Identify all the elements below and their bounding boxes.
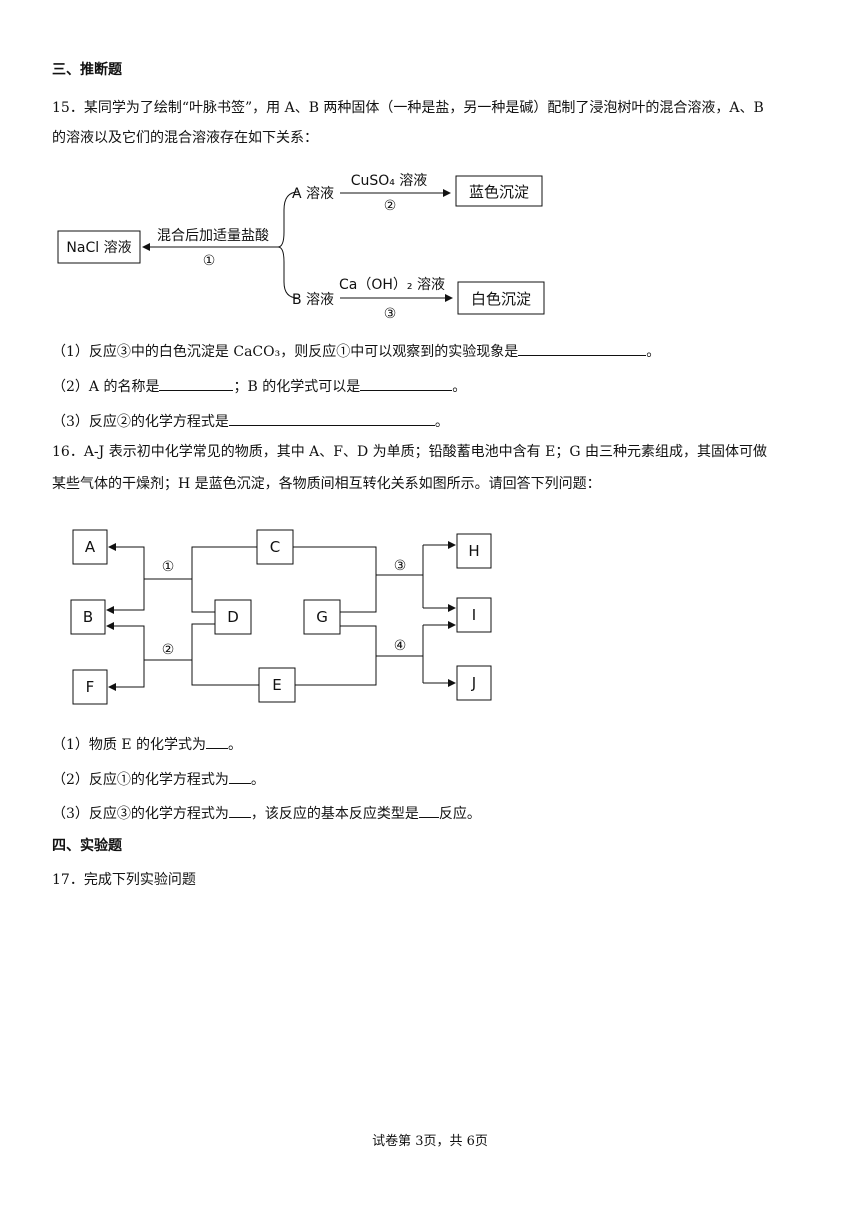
blue-ppt-label: 蓝色沉淀 xyxy=(469,183,529,201)
r2-bracket xyxy=(112,625,145,688)
q16-sub3: （3）反应③的化学方程式为 ，该反应的基本反应类型是 反应。 xyxy=(52,803,481,824)
answer-blank[interactable] xyxy=(206,734,229,749)
q16-stem-line2: 某些气体的干燥剂；H 是蓝色沉淀，各物质间相互转化关系如图所示。请回答下列问题： xyxy=(52,476,601,492)
num-2: ② xyxy=(384,198,397,214)
answer-blank[interactable] xyxy=(228,769,251,784)
q15-sub2: （2）A 的名称是 ；B 的化学式可以是 。 xyxy=(52,376,466,397)
nacl-box xyxy=(57,230,141,264)
box-G xyxy=(303,599,341,635)
q16-sub1: （1）物质 E 的化学式为 。 xyxy=(52,734,242,755)
nacl-label: NaCl 溶液 xyxy=(66,240,131,256)
box-B xyxy=(70,599,106,635)
box-F xyxy=(72,669,108,705)
q15-sub3-text: （3）反应②的化学方程式是 xyxy=(52,414,229,430)
section-heading-3: 三、推断题 xyxy=(52,62,122,78)
r1-connector xyxy=(191,546,257,613)
q15-sub2-text: （2）A 的名称是 xyxy=(52,379,160,395)
q16-sub3-end: 反应。 xyxy=(438,806,481,822)
answer-blank[interactable] xyxy=(360,376,453,391)
box-H xyxy=(456,533,492,569)
mix-num: ① xyxy=(203,253,216,269)
label-H: H xyxy=(468,542,479,560)
q17-stem: 17．完成下列实验问题 xyxy=(52,872,196,888)
q15-sub1: （1）反应③中的白色沉淀是 CaCO₃，则反应①中可以观察到的实验现象是 。 xyxy=(52,341,660,362)
cuso4-label: CuSO₄ 溶液 xyxy=(351,173,428,189)
label-A: A xyxy=(85,538,96,556)
white-ppt-box xyxy=(457,281,545,315)
label-J: J xyxy=(471,674,476,692)
r4-connector xyxy=(295,625,377,686)
brace xyxy=(277,191,299,299)
q16-sub3-mid: ，该反应的基本反应类型是 xyxy=(250,806,419,822)
r3-connector xyxy=(293,546,377,613)
answer-blank[interactable] xyxy=(228,803,251,818)
r2-connector xyxy=(191,623,259,686)
q15-diagram: NaCl 溶液 混合后加适量盐酸 ① A 溶液 CuSO₄ 溶液 ② 蓝色沉淀 … xyxy=(57,173,545,320)
box-I xyxy=(456,597,492,633)
q15-sub1-end: 。 xyxy=(646,344,661,360)
section-heading-4: 四、实验题 xyxy=(52,838,122,854)
label-D: D xyxy=(227,608,239,626)
num-1: ① xyxy=(162,559,175,575)
label-E: E xyxy=(272,676,281,694)
num-4: ④ xyxy=(394,638,407,654)
q16-sub1-end: 。 xyxy=(228,737,243,753)
label-G: G xyxy=(316,608,328,626)
num-3: ③ xyxy=(384,306,397,320)
q16-sub2: （2）反应①的化学方程式为 。 xyxy=(52,769,265,790)
white-ppt-label: 白色沉淀 xyxy=(471,290,531,308)
answer-blank[interactable] xyxy=(159,376,234,391)
q15-stem-line1: 15．某同学为了绘制“叶脉书签”，用 A、B 两种固体（一种是盐，另一种是碱）配… xyxy=(52,100,764,116)
label-I: I xyxy=(472,606,476,624)
q16-sub2-text: （2）反应①的化学方程式为 xyxy=(52,772,229,788)
r1-bracket xyxy=(112,546,145,611)
q16-diagram: A B F C D E G H I J ① ② ③ ④ xyxy=(70,529,492,705)
num-3: ③ xyxy=(394,558,407,574)
q15-stem-line2: 的溶液以及它们的混合溶液存在如下关系： xyxy=(52,130,318,146)
answer-blank[interactable] xyxy=(518,341,647,356)
answer-blank[interactable] xyxy=(418,803,439,818)
box-J xyxy=(456,665,492,701)
q15-sub2-end: 。 xyxy=(452,379,467,395)
a-solution-label: A 溶液 xyxy=(292,186,334,202)
box-D xyxy=(214,599,252,635)
num-2: ② xyxy=(162,642,175,658)
page-footer: 试卷第 3页，共 6页 xyxy=(372,1134,488,1149)
q16-sub1-text: （1）物质 E 的化学式为 xyxy=(52,737,207,753)
answer-blank[interactable] xyxy=(228,411,435,426)
q16-sub3-text: （3）反应③的化学方程式为 xyxy=(52,806,229,822)
q15-sub2-mid: ；B 的化学式可以是 xyxy=(233,379,361,395)
q16-stem-line1: 16．A-J 表示初中化学常见的物质，其中 A、F、D 为单质；铅酸蓄电池中含有… xyxy=(52,444,767,460)
q15-sub1-text: （1）反应③中的白色沉淀是 CaCO₃，则反应①中可以观察到的实验现象是 xyxy=(52,344,519,360)
q15-sub3-end: 。 xyxy=(434,414,449,430)
b-solution-label: B 溶液 xyxy=(292,292,334,308)
q15-sub3: （3）反应②的化学方程式是 。 xyxy=(52,411,449,432)
label-C: C xyxy=(270,538,280,556)
blue-ppt-box xyxy=(455,175,543,207)
q16-sub2-end: 。 xyxy=(250,772,265,788)
mix-label: 混合后加适量盐酸 xyxy=(157,228,269,244)
label-B: B xyxy=(83,608,93,626)
caoh2-label: Ca（OH）₂ 溶液 xyxy=(339,277,445,293)
label-F: F xyxy=(86,678,95,696)
box-A xyxy=(72,529,108,565)
